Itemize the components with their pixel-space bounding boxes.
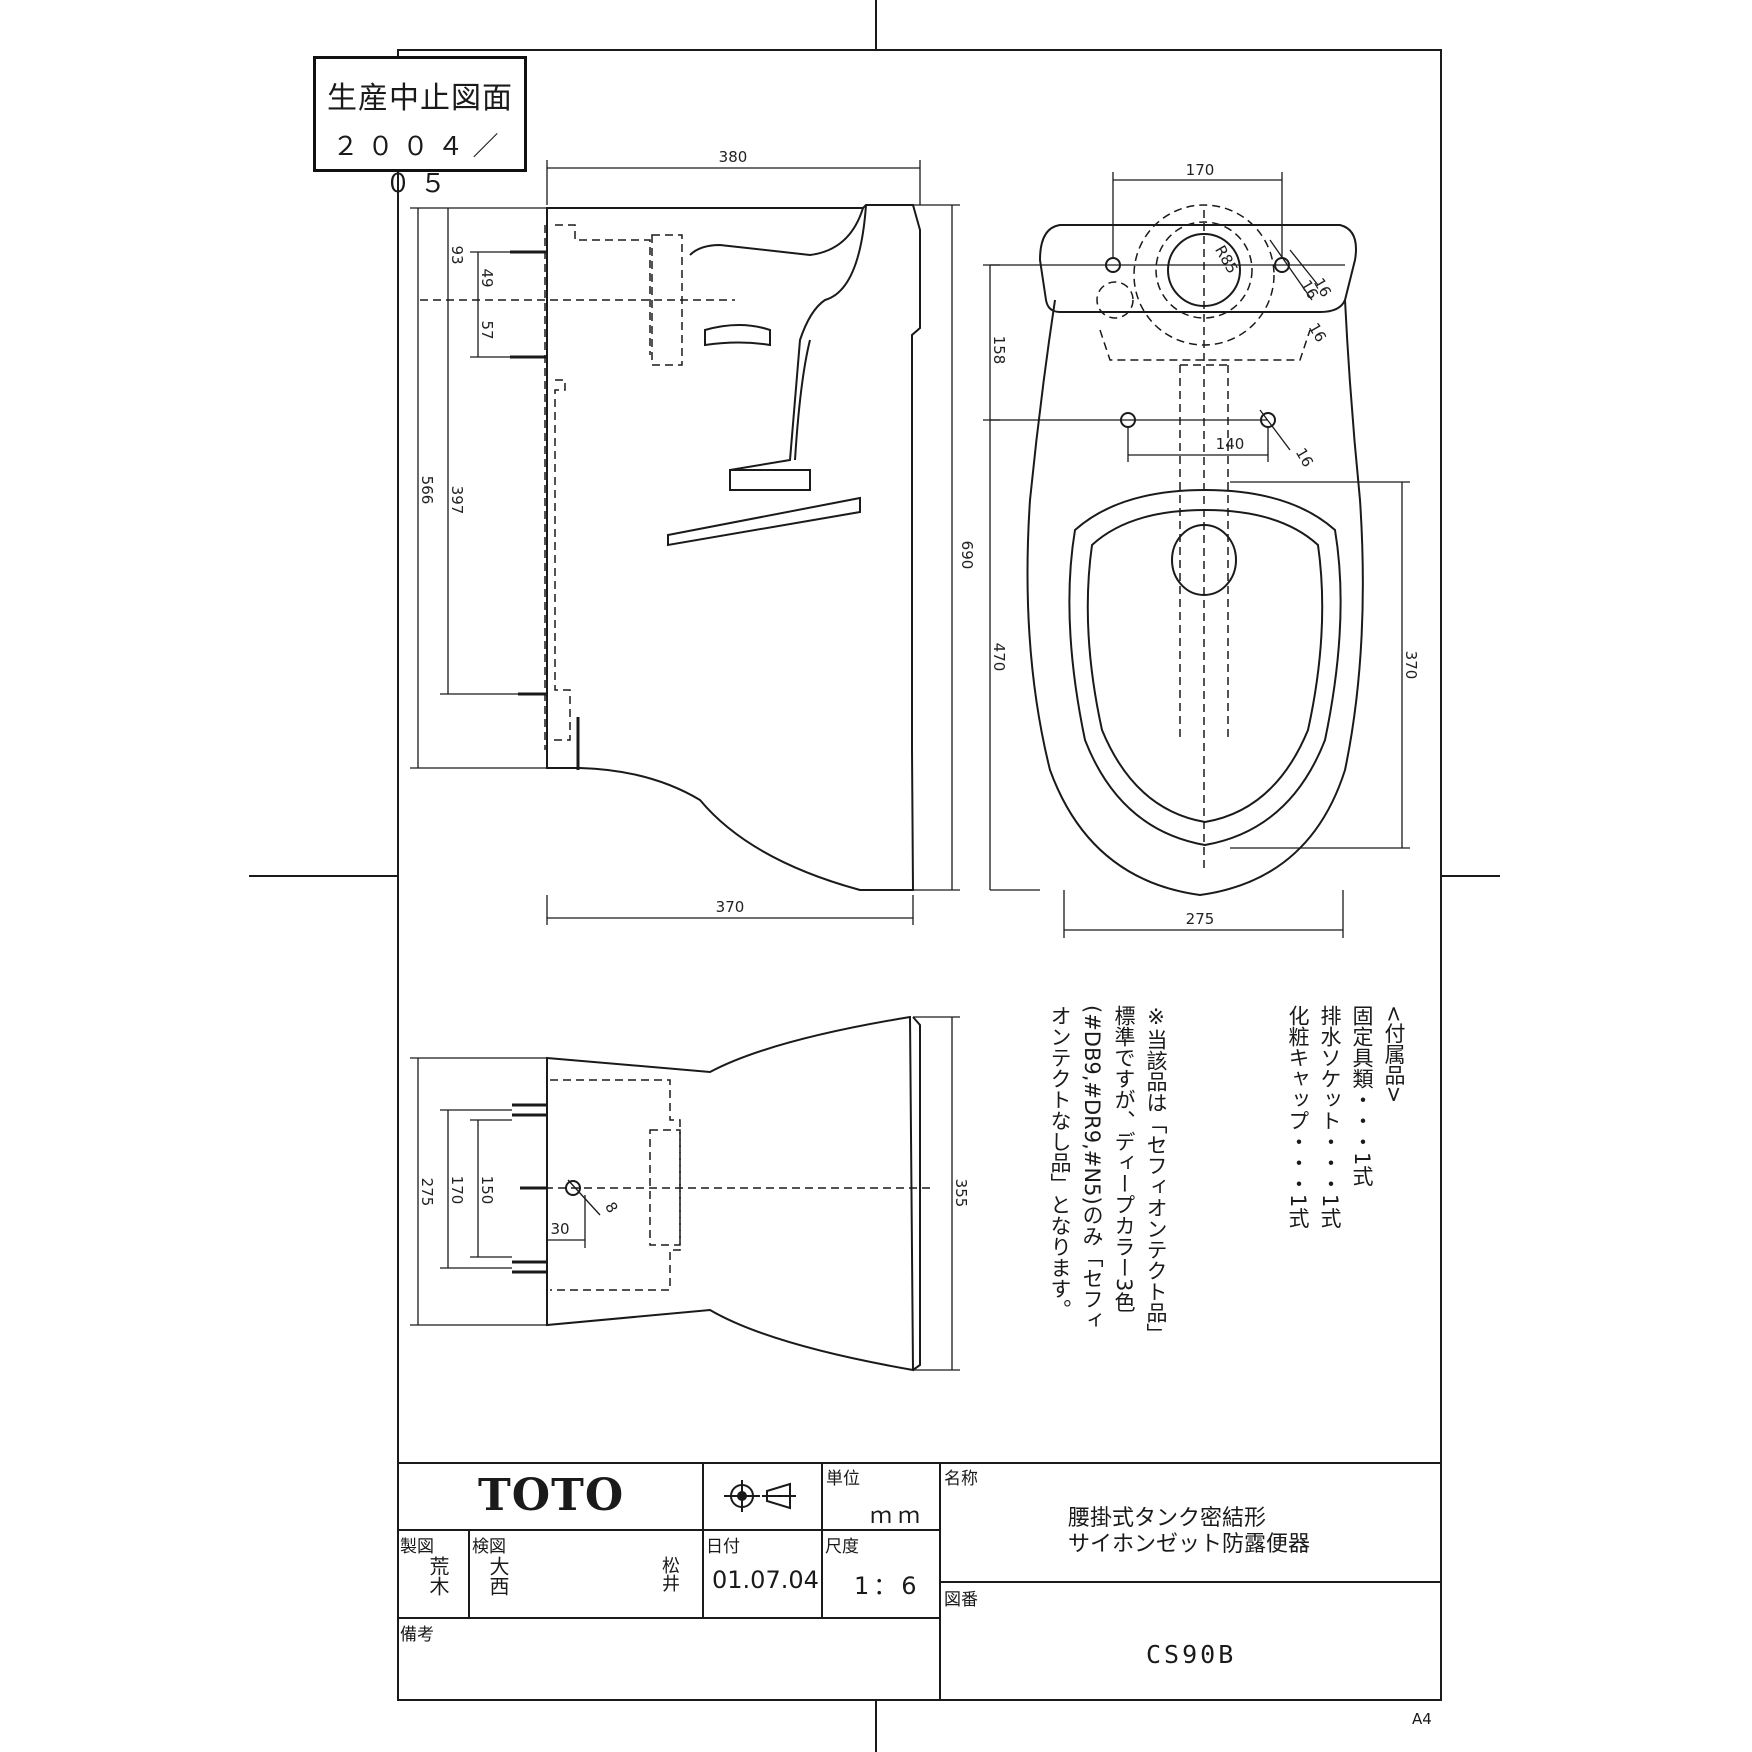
dim-140: 140 <box>1216 435 1245 453</box>
notes-block: <付属品> 固定具類・・・1式 排水ソケット・・・1式 化粧キャップ・・・1式 <box>1140 1005 1410 1435</box>
dim-170-back: 170 <box>448 1176 466 1205</box>
paper-size: A4 <box>1412 1710 1432 1728</box>
bottom-view <box>410 1015 960 1372</box>
dim-355: 355 <box>952 1179 970 1208</box>
remarks-label: 備考 <box>400 1625 434 1645</box>
scale-label: 尺度 <box>825 1537 859 1557</box>
title-block-grid <box>397 1462 1442 1701</box>
scale-value: 1：6 <box>854 1572 921 1600</box>
dim-49: 49 <box>478 268 496 287</box>
dim-380: 380 <box>719 148 748 166</box>
accessories-title: <付属品> <box>1382 1005 1406 1104</box>
dim-158: 158 <box>990 336 1008 365</box>
accessory-item-3: 化粧キャップ・・・1式 <box>1286 1005 1310 1229</box>
checked-value: 大西 <box>486 1556 510 1596</box>
unit-value: ｍｍ <box>870 1504 927 1529</box>
top-view <box>983 172 1410 938</box>
top-view-dimensions: 170 R85 16 16 16 16 158 140 470 370 275 <box>990 161 1420 928</box>
dim-16d: 16 <box>1292 445 1317 471</box>
dim-397: 397 <box>448 486 466 515</box>
remark-line-3: (#DB9,#DR9,#N5)のみ「セフィ <box>1080 1005 1104 1331</box>
drawing-no-value: CS90B <box>1146 1640 1237 1669</box>
accessory-item-2: 排水ソケット・・・1式 <box>1318 1005 1342 1229</box>
remarks-note: ※当該品は「セフィオンテクト品」 標準ですが、ディープカラー3色 (#DB9,#… <box>1022 1005 1172 1435</box>
dim-93: 93 <box>448 245 466 264</box>
dim-370: 370 <box>1402 651 1420 680</box>
drawing-no-label: 図番 <box>944 1590 978 1610</box>
approved-signature: 松井 <box>659 1556 680 1592</box>
dim-370: 370 <box>716 898 745 916</box>
dim-150-back: 150 <box>478 1176 496 1205</box>
side-view-dimensions: 380 370 690 93 49 57 566 397 <box>418 148 976 916</box>
bottom-view-dimensions: 275 170 150 30 8 355 <box>418 1176 970 1238</box>
product-name-line1: 腰掛式タンク密結形 <box>1068 1506 1267 1531</box>
side-view <box>410 160 960 925</box>
product-name-line2: サイホンゼット防露便器 <box>1068 1532 1311 1557</box>
accessory-item-1: 固定具類・・・1式 <box>1350 1005 1374 1187</box>
date-label: 日付 <box>706 1537 740 1557</box>
remark-line-4: オンテクトなし品」となります。 <box>1048 1005 1072 1320</box>
dim-r85: R85 <box>1211 242 1241 277</box>
drawn-label: 製図 <box>400 1537 434 1557</box>
checked-label: 検図 <box>472 1537 506 1557</box>
dim-275-back: 275 <box>418 1178 436 1207</box>
dim-690: 690 <box>958 541 976 570</box>
name-label: 名称 <box>944 1469 978 1489</box>
date-value: 01.07.04 <box>712 1566 819 1594</box>
dim-566: 566 <box>418 476 436 505</box>
dim-470: 470 <box>990 643 1008 672</box>
unit-label: 単位 <box>826 1469 860 1489</box>
dim-275: 275 <box>1186 910 1215 928</box>
dim-57: 57 <box>478 320 496 339</box>
dim-16c: 16 <box>1305 320 1330 346</box>
drawn-value: 荒木 <box>426 1556 450 1596</box>
stamp-title: 生産中止図面 <box>327 81 513 116</box>
stamp-date: ２００４／０５ <box>332 132 508 199</box>
remark-line-2: 標準ですが、ディープカラー3色 <box>1112 1005 1136 1313</box>
dim-8: 8 <box>601 1199 621 1216</box>
toto-logo: TOTO <box>478 1470 625 1521</box>
remark-line-1: ※当該品は「セフィオンテクト品」 <box>1144 1005 1168 1344</box>
dim-170: 170 <box>1186 161 1215 179</box>
discontinued-stamp: 生産中止図面 ２００４／０５ <box>313 56 527 199</box>
dim-30: 30 <box>550 1220 569 1238</box>
